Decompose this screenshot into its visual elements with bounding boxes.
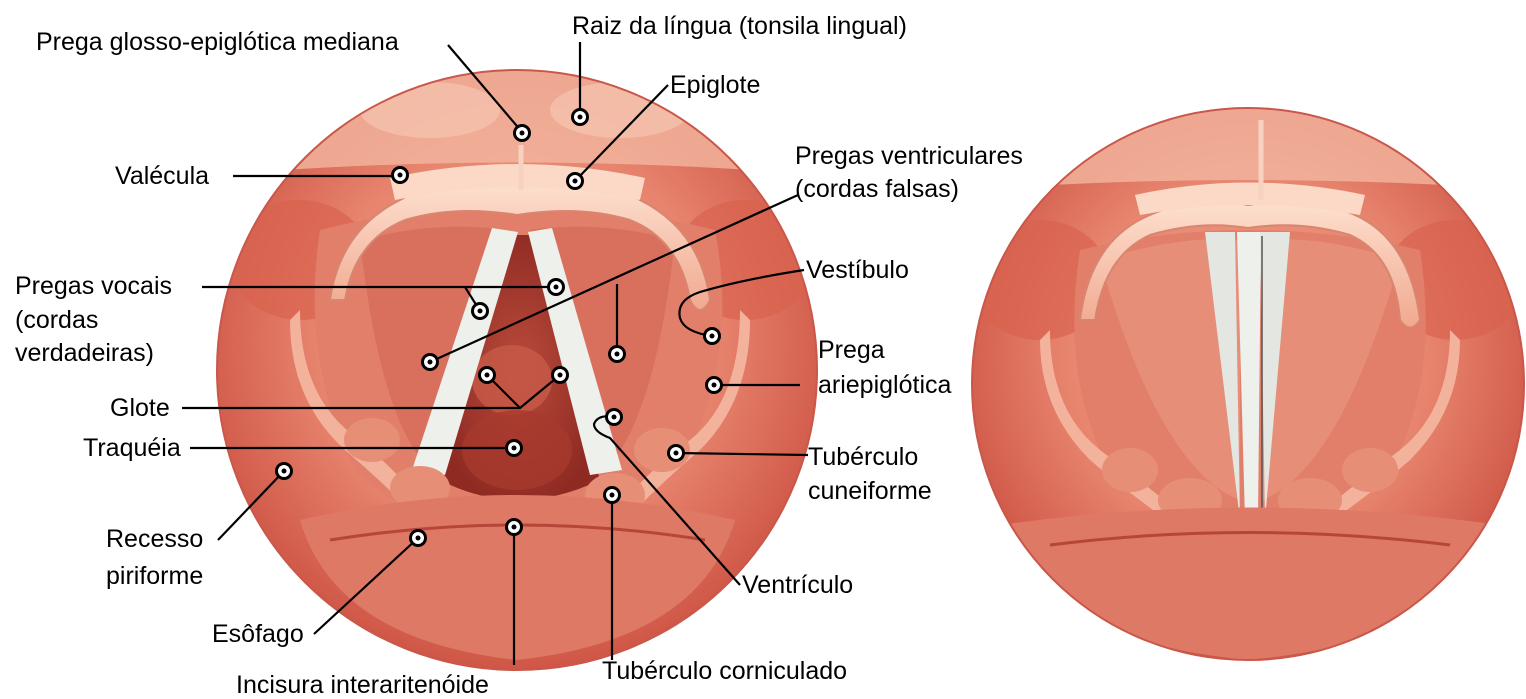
pin-glote-b <box>551 366 569 384</box>
pin-glote-a <box>478 366 496 384</box>
pin-vestibulo-b <box>703 327 721 345</box>
pin-vestibulo-a <box>608 345 626 363</box>
pin-traqueia <box>505 439 523 457</box>
label-recesso-1: Recesso <box>106 525 203 553</box>
pin-pregas-vocais-a <box>547 278 565 296</box>
pin-incisura <box>505 518 523 536</box>
pin-ventriculo <box>605 408 623 426</box>
label-raiz-lingua: Raiz da língua (tonsila lingual) <box>572 12 907 40</box>
label-prega-arie-2: ariepiglótica <box>818 371 952 399</box>
right-larynx-illustration <box>970 90 1525 660</box>
pin-recesso-piriforme <box>275 462 293 480</box>
label-prega-arie-1: Prega <box>818 336 885 364</box>
pin-valecula <box>391 166 409 184</box>
label-valecula: Valécula <box>115 162 209 190</box>
label-incisura: Incisura interaritenóide <box>236 671 489 699</box>
label-pregas-vocais-2: (cordas <box>15 306 98 334</box>
pin-esofago <box>409 529 427 547</box>
label-pregas-ventriculares-2: (cordas falsas) <box>795 175 959 203</box>
label-tuberculo-cuneiforme-2: cuneiforme <box>808 477 932 505</box>
pin-epiglote <box>566 172 584 190</box>
label-traqueia: Traquéia <box>83 434 181 462</box>
label-tuberculo-corniculado: Tubérculo corniculado <box>602 657 847 685</box>
label-epiglote: Epiglote <box>670 71 760 99</box>
pin-tuberculo-corniculado <box>603 486 621 504</box>
label-prega-glosso: Prega glosso-epiglótica mediana <box>36 28 399 56</box>
label-pregas-vocais-1: Pregas vocais <box>15 272 172 300</box>
pin-pregas-vocais-b <box>471 302 489 320</box>
pin-pregas-ventriculares <box>421 353 439 371</box>
pin-prega-ariepiglotica <box>705 376 723 394</box>
label-pregas-vocais-3: verdadeiras) <box>15 339 154 367</box>
label-vestibulo: Vestíbulo <box>806 256 909 284</box>
label-ventriculo: Ventrículo <box>742 571 853 599</box>
label-tuberculo-cuneiforme-1: Tubérculo <box>808 443 918 471</box>
label-glote: Glote <box>110 394 170 422</box>
pin-tuberculo-cuneiforme <box>667 444 685 462</box>
label-pregas-ventriculares-1: Pregas ventriculares <box>795 142 1023 170</box>
pin-raiz-lingua <box>571 108 589 126</box>
label-recesso-2: piriforme <box>106 562 203 590</box>
pin-prega-glosso <box>513 124 531 142</box>
label-esofago: Esôfago <box>212 620 304 648</box>
